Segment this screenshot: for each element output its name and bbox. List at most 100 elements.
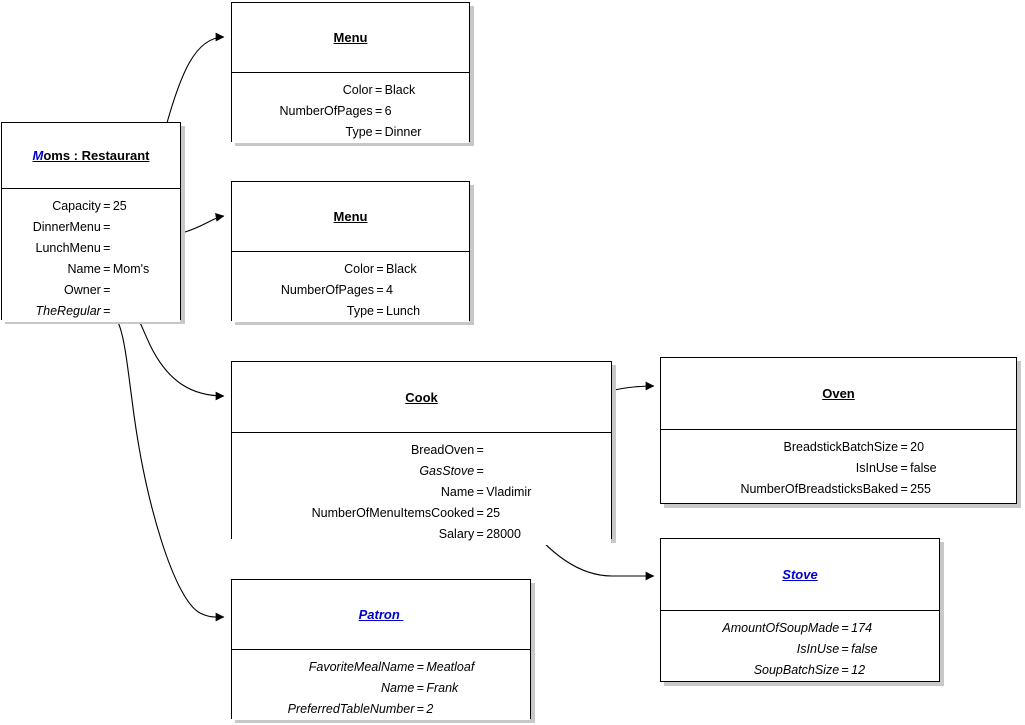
attribute-value: 4: [386, 283, 393, 297]
attribute-table: Color = Black NumberOfPages = 6 Type = D…: [280, 80, 422, 143]
attribute-compartment-menu-dinner: Color = Black NumberOfPages = 6 Type = D…: [232, 73, 469, 143]
attribute-value-link: [113, 301, 149, 322]
attribute-value: Black: [384, 83, 416, 97]
attribute-value: 28000: [486, 527, 521, 541]
object-header-oven: Oven: [661, 358, 1016, 430]
object-box-menu-lunch[interactable]: Menu Color = Black NumberOfPages = 4 Typ…: [231, 181, 470, 322]
attribute-name: Type: [346, 304, 375, 318]
attribute-equals: =: [376, 283, 384, 297]
attribute-name: Salary: [438, 527, 475, 541]
attribute-name: GasStove: [419, 464, 475, 478]
attribute-value: 6: [384, 104, 392, 118]
attribute-row-numberofpages: NumberOfPages = 4: [281, 280, 420, 301]
attribute-row-color: Color = Black: [280, 80, 422, 101]
object-box-oven[interactable]: Oven BreadstickBatchSize = 20 IsInUse = …: [660, 357, 1017, 504]
object-header-menu-dinner: Menu: [232, 3, 469, 73]
attribute-table: BreadOven = GasStove = Name = Vladimir N…: [312, 440, 532, 545]
attribute-equals: =: [103, 262, 111, 276]
attribute-table: AmountOfSoupMade = 174 IsInUse = false S…: [722, 618, 877, 681]
object-box-moms-restaurant[interactable]: Moms : Restaurant Capacity = 25 DinnerMe…: [1, 122, 181, 322]
attribute-row-amountofsoupmade: AmountOfSoupMade = 174: [722, 618, 877, 639]
attribute-row-isinuse: IsInUse = false: [740, 458, 937, 479]
attribute-row-numberofmenuitemscooked: NumberOfMenuItemsCooked = 25: [312, 503, 532, 524]
attribute-table: Color = Black NumberOfPages = 4 Type = L…: [281, 259, 420, 322]
attribute-equals: =: [841, 642, 849, 656]
attribute-name: FavoriteMealName: [308, 660, 415, 674]
attribute-name: DinnerMenu: [32, 220, 101, 234]
attribute-value: Black: [386, 262, 417, 276]
attribute-row-breadoven: BreadOven =: [312, 440, 532, 461]
attribute-equals: =: [103, 241, 111, 255]
attribute-row-dinnermenu: DinnerMenu =: [33, 217, 150, 238]
attribute-name: AmountOfSoupMade: [722, 621, 840, 635]
attribute-value: 2: [426, 702, 434, 716]
attribute-name: NumberOfPages: [280, 283, 375, 297]
object-title-lead: M: [32, 148, 44, 163]
attribute-equals: =: [416, 702, 425, 716]
attribute-equals: =: [374, 104, 383, 118]
attribute-value: 174: [851, 621, 873, 635]
attribute-name: Name: [381, 681, 415, 695]
object-title-cook: Cook: [405, 389, 438, 405]
attribute-row-name: Name = Mom's: [33, 259, 149, 280]
object-title-rest: oms : Restaurant: [43, 148, 150, 163]
attribute-row-soupbatchsize: SoupBatchSize = 12: [722, 660, 877, 681]
attribute-row-breadstickbatchsize: BreadstickBatchSize = 20: [740, 437, 936, 458]
attribute-compartment-menu-lunch: Color = Black NumberOfPages = 4 Type = L…: [232, 252, 469, 322]
attribute-equals: =: [841, 663, 849, 677]
attribute-compartment-oven: BreadstickBatchSize = 20 IsInUse = false…: [661, 430, 1016, 500]
attribute-value: Meatloaf: [426, 660, 475, 674]
attribute-table: BreadstickBatchSize = 20 IsInUse = false…: [740, 437, 936, 500]
attribute-equals: =: [103, 283, 111, 297]
attribute-compartment-stove: AmountOfSoupMade = 174 IsInUse = false S…: [661, 611, 939, 681]
attribute-row-name: Name = Vladimir: [312, 482, 532, 503]
attribute-equals: =: [900, 461, 908, 475]
object-header-cook: Cook: [232, 362, 611, 433]
attribute-value: 25: [112, 199, 127, 213]
attribute-equals: =: [476, 527, 484, 541]
attribute-row-isinuse: IsInUse = false: [722, 639, 878, 660]
attribute-row-numberofpages: NumberOfPages = 6: [280, 101, 422, 122]
attribute-name: BreadstickBatchSize: [783, 440, 899, 454]
attribute-value-link: [113, 217, 149, 238]
object-box-cook[interactable]: Cook BreadOven = GasStove = Name = Vladi…: [231, 361, 612, 545]
attribute-name: NumberOfBreadsticksBaked: [740, 482, 899, 496]
object-header-stove: Stove: [661, 539, 939, 611]
attribute-row-gasstove: GasStove =: [312, 461, 532, 482]
attribute-value: Frank: [426, 681, 459, 695]
attribute-name: Type: [345, 125, 373, 139]
attribute-value-link: [113, 280, 149, 301]
attribute-equals: =: [476, 464, 484, 478]
attribute-name: Owner: [64, 283, 101, 297]
attribute-equals: =: [841, 621, 849, 635]
attribute-value: Lunch: [386, 304, 421, 318]
attribute-name: NumberOfPages: [279, 104, 373, 118]
attribute-equals: =: [416, 660, 425, 674]
link-theregular: [86, 307, 225, 622]
attribute-equals: =: [416, 681, 425, 695]
attribute-equals: =: [376, 304, 384, 318]
attribute-equals: =: [374, 125, 383, 139]
attribute-name: NumberOfMenuItemsCooked: [311, 506, 475, 520]
attribute-name: Color: [342, 83, 373, 97]
attribute-value: 25: [486, 506, 501, 520]
attribute-row-type: Type = Dinner: [280, 122, 422, 143]
attribute-value: false: [910, 461, 937, 475]
object-title-stove: Stove: [782, 567, 818, 582]
attribute-row-numberofbreadsticksbaked: NumberOfBreadsticksBaked = 255: [740, 479, 936, 500]
object-title-oven: Oven: [822, 386, 855, 401]
attribute-equals: =: [376, 262, 384, 276]
object-title-moms-restaurant: Moms : Restaurant: [32, 148, 149, 163]
attribute-equals: =: [476, 443, 484, 457]
attribute-row-salary: Salary = 28000: [312, 524, 532, 545]
attribute-name: Name: [440, 485, 475, 499]
attribute-row-lunchmenu: LunchMenu =: [33, 238, 150, 259]
attribute-equals: =: [103, 304, 111, 318]
object-box-patron[interactable]: Patron FavoriteMealName = Meatloaf Name …: [231, 579, 531, 720]
attribute-value: 20: [910, 440, 925, 454]
attribute-name: LunchMenu: [35, 241, 101, 255]
attribute-value-link: [486, 440, 531, 461]
object-box-menu-dinner[interactable]: Menu Color = Black NumberOfPages = 6 Typ…: [231, 2, 470, 143]
object-box-stove[interactable]: Stove AmountOfSoupMade = 174 IsInUse = f…: [660, 538, 940, 682]
